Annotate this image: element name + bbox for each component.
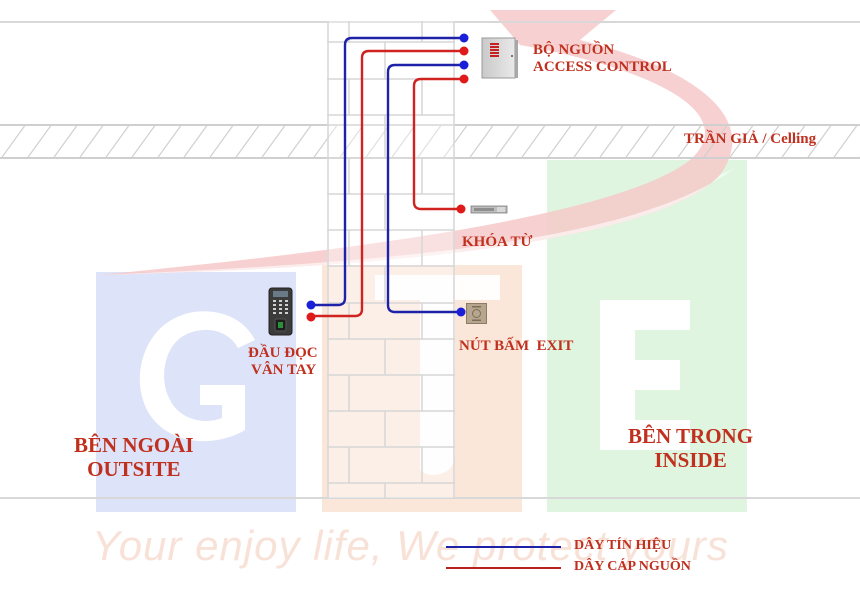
- inside-label-line2: INSIDE: [654, 448, 727, 473]
- magnetic-lock-label: KHÓA TỪ: [462, 234, 533, 250]
- floor-line: [0, 497, 860, 499]
- power-supply-label-line2: ACCESS CONTROL: [533, 59, 672, 76]
- terminal-dot: [306, 312, 316, 322]
- signal-wire-exit: [386, 63, 463, 314]
- terminal-dot: [459, 74, 469, 84]
- terminal-dot: [459, 33, 469, 43]
- terminal-dot: [456, 307, 466, 317]
- fingerprint-reader-label: ĐẦU ĐỌC VÂN TAY: [248, 345, 318, 380]
- exit-button-icon: [466, 303, 487, 324]
- brick-wall: [327, 21, 455, 498]
- terminal-dot: [459, 46, 469, 56]
- terminal-dot: [306, 300, 316, 310]
- inside-label-line1: BÊN TRONG: [628, 424, 754, 448]
- fingerprint-reader-icon: [268, 287, 293, 336]
- power-supply-label: BỘ NGUỒN ACCESS CONTROL: [533, 42, 672, 77]
- false-ceiling-band: [0, 124, 860, 159]
- power-supply-box-icon: [481, 37, 518, 79]
- terminal-dot: [459, 60, 469, 70]
- ceiling-label: TRẦN GIẢ / Celling: [684, 131, 817, 147]
- legend-signal-label: DÂY TÍN HIỆU: [574, 538, 672, 553]
- power-supply-label-line1: BỘ NGUỒN: [533, 42, 615, 58]
- legend-signal-swatch: [446, 546, 561, 548]
- signal-wire-reader: [312, 36, 463, 307]
- power-wire-lock: [412, 77, 463, 211]
- reader-label-line1: ĐẦU ĐỌC: [248, 345, 318, 361]
- magnetic-lock-icon: [470, 205, 508, 214]
- inside-zone-label: BÊN TRONG INSIDE: [628, 424, 753, 472]
- legend: DÂY TÍN HIỆU DÂY CÁP NGUỒN: [444, 538, 744, 578]
- watermark-slogan: Your enjoy life, We protect yours: [92, 522, 729, 569]
- outside-label-line2: OUTSITE: [87, 457, 181, 482]
- exit-button-label: NÚT BẤM EXIT: [459, 338, 574, 354]
- top-boundary-line: [0, 21, 860, 23]
- power-wire-reader: [312, 49, 463, 318]
- outside-zone-label: BÊN NGOÀI OUTSITE: [74, 433, 194, 481]
- reader-label-line2: VÂN TAY: [251, 362, 317, 379]
- legend-power-label: DÂY CÁP NGUỒN: [574, 559, 691, 574]
- terminal-dot: [456, 204, 466, 214]
- legend-power-swatch: [446, 567, 561, 569]
- outside-label-line1: BÊN NGOÀI: [74, 433, 194, 457]
